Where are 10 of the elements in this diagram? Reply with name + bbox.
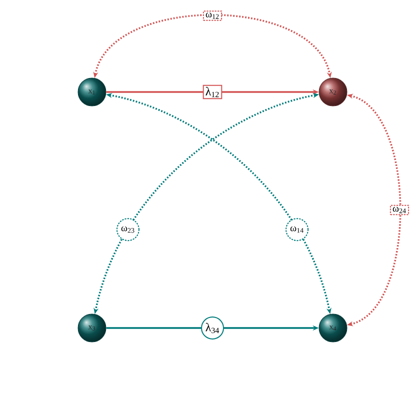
sphere-node: x$_{4}$: [318, 314, 348, 342]
sphere-node: x$_{2}$: [318, 78, 348, 106]
sphere-node: x$_{1}$: [78, 78, 106, 106]
sphere-node: x$_{3}$: [78, 314, 106, 342]
edge-label: ω$_{24}$: [390, 204, 410, 216]
edge-label: ω$_{23}$: [116, 218, 140, 242]
edge-label: λ$_{34}$: [201, 316, 224, 340]
edge-label: ω$_{12}$: [202, 10, 222, 21]
edge-label: ω$_{14}$: [286, 218, 309, 242]
edge-label: λ$_{12}$: [202, 84, 222, 100]
